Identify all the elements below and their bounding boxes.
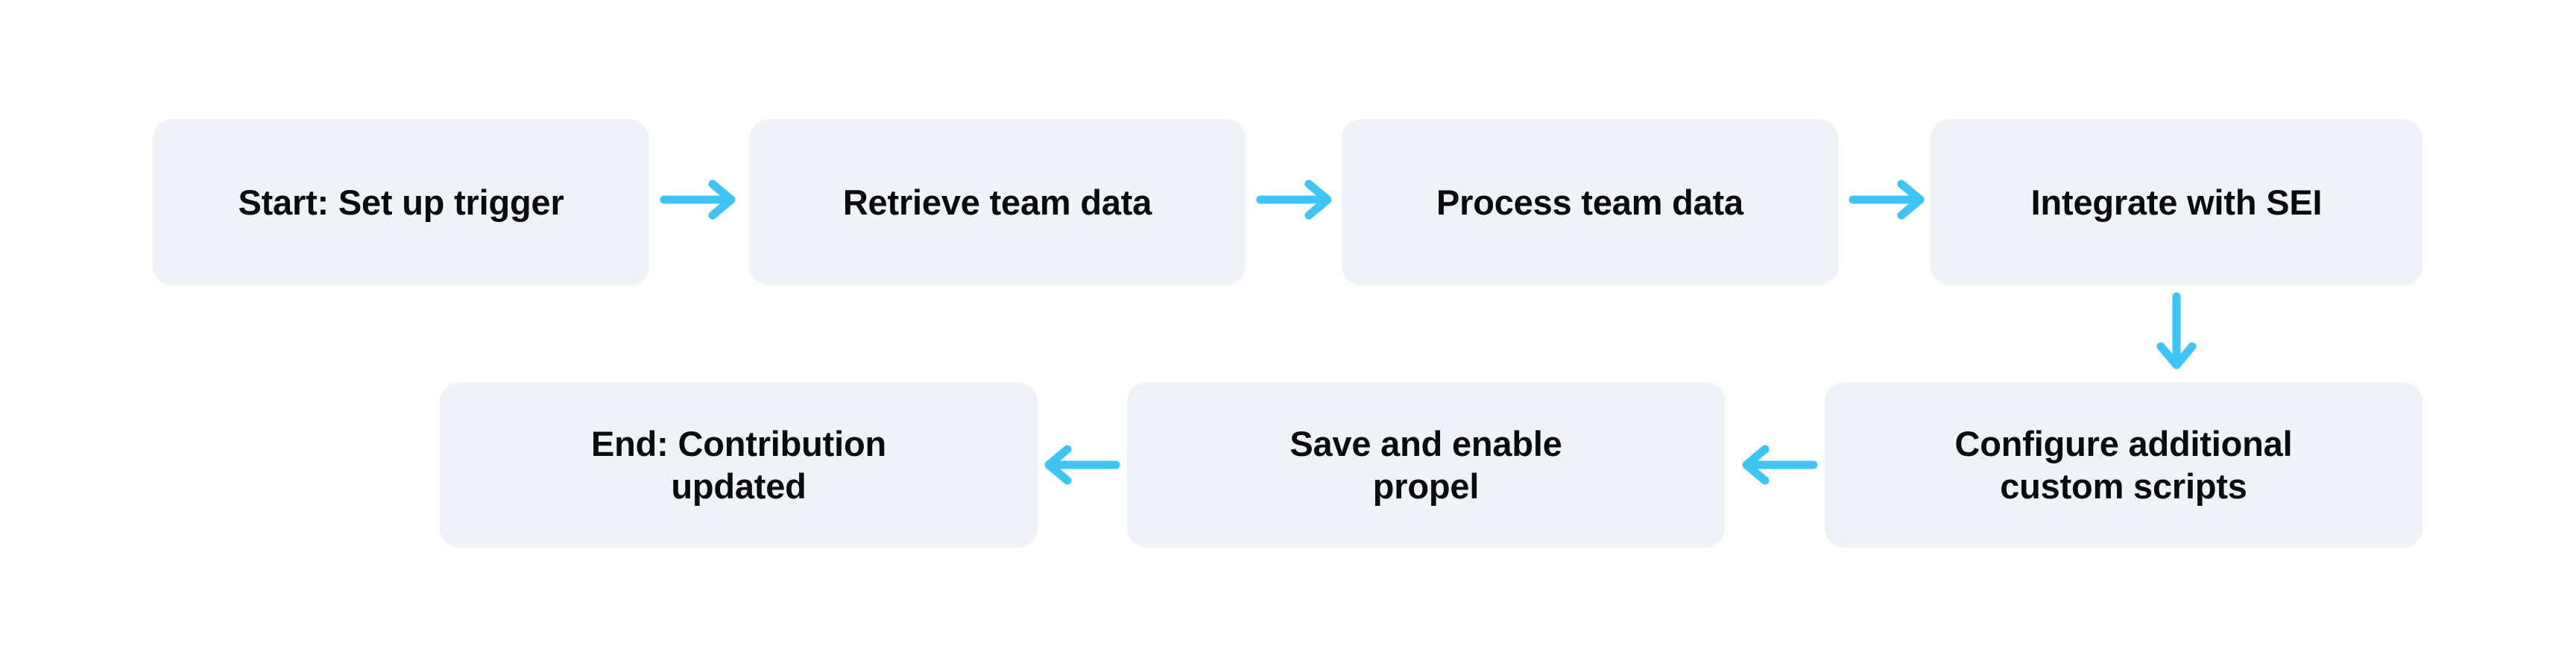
arrow-process-to-integrate-icon <box>1849 179 1927 221</box>
flow-node-end-contribution-updated-label: End: Contribution updated <box>591 423 886 506</box>
flow-node-process-team-data[interactable]: Process team data <box>1342 119 1838 285</box>
flow-node-process-team-data-label: Process team data <box>1436 182 1743 222</box>
arrow-integrate-to-configure-icon <box>2156 292 2197 372</box>
flow-node-save-and-enable-propel-label: Save and enable propel <box>1289 423 1562 506</box>
flow-node-start-label: Start: Set up trigger <box>238 182 564 222</box>
flow-node-configure-custom-scripts-label: Configure additional custom scripts <box>1954 423 2293 506</box>
flow-node-retrieve-team-data-label: Retrieve team data <box>842 182 1152 222</box>
arrow-start-to-retrieve-icon <box>660 179 738 221</box>
arrow-retrieve-to-process-icon <box>1256 179 1334 221</box>
arrow-save-to-end-icon <box>1042 444 1120 486</box>
flow-node-configure-custom-scripts[interactable]: Configure additional custom scripts <box>1825 382 2422 548</box>
flow-node-end-contribution-updated[interactable]: End: Contribution updated <box>440 382 1038 548</box>
flow-node-save-and-enable-propel[interactable]: Save and enable propel <box>1127 382 1725 548</box>
flow-node-integrate-with-sei-label: Integrate with SEI <box>2030 182 2323 222</box>
flow-node-integrate-with-sei[interactable]: Integrate with SEI <box>1931 119 2422 285</box>
arrow-configure-to-save-icon <box>1740 444 1818 486</box>
flow-node-retrieve-team-data[interactable]: Retrieve team data <box>749 119 1246 285</box>
flow-node-start[interactable]: Start: Set up trigger <box>153 119 649 285</box>
